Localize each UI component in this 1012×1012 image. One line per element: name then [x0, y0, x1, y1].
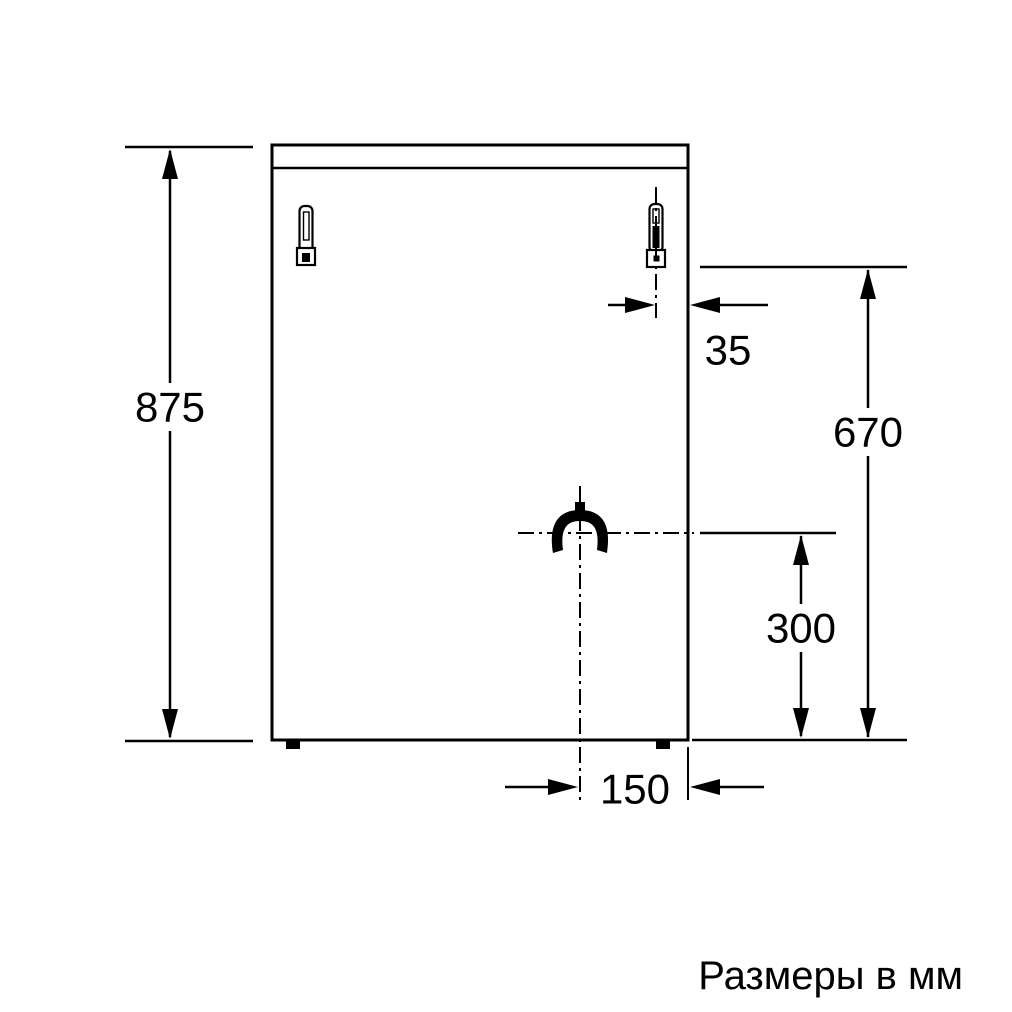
gas-connector-icon [551, 502, 609, 553]
arrow-down-300 [793, 708, 809, 738]
appliance-outline [270, 143, 690, 749]
arrow-left-150 [690, 779, 720, 795]
appliance-foot-left [286, 740, 300, 749]
dim-inlet-height: 670 [692, 265, 908, 742]
dim-connector-height: 300 [700, 531, 840, 738]
arrow-up-875 [162, 149, 178, 179]
arrow-down-875 [162, 709, 178, 739]
dim-inlet-height-label: 670 [833, 409, 903, 456]
arrow-down-670 [860, 708, 876, 738]
arrow-right-150 [548, 779, 578, 795]
dim-overall-height-label: 875 [135, 384, 205, 431]
dim-overall-height: 875 [125, 145, 253, 743]
dim-connector-bottom-offset-label: 150 [600, 766, 670, 813]
dim-connector-bottom-offset: 150 [505, 747, 764, 813]
dim-connector-side-offset-label: 35 [705, 327, 752, 374]
arrow-left-35 [690, 297, 720, 313]
units-caption: Размеры в мм [698, 954, 963, 998]
dim-connector-height-label: 300 [766, 605, 836, 652]
arrow-up-300 [793, 535, 809, 565]
appliance-body-rect [270, 143, 690, 742]
bracket-left [295, 204, 317, 267]
arrow-up-670 [860, 269, 876, 299]
appliance-foot-right [656, 740, 670, 749]
dim-connector-side-offset: 35 [608, 297, 768, 374]
arrow-right-35 [625, 297, 655, 313]
